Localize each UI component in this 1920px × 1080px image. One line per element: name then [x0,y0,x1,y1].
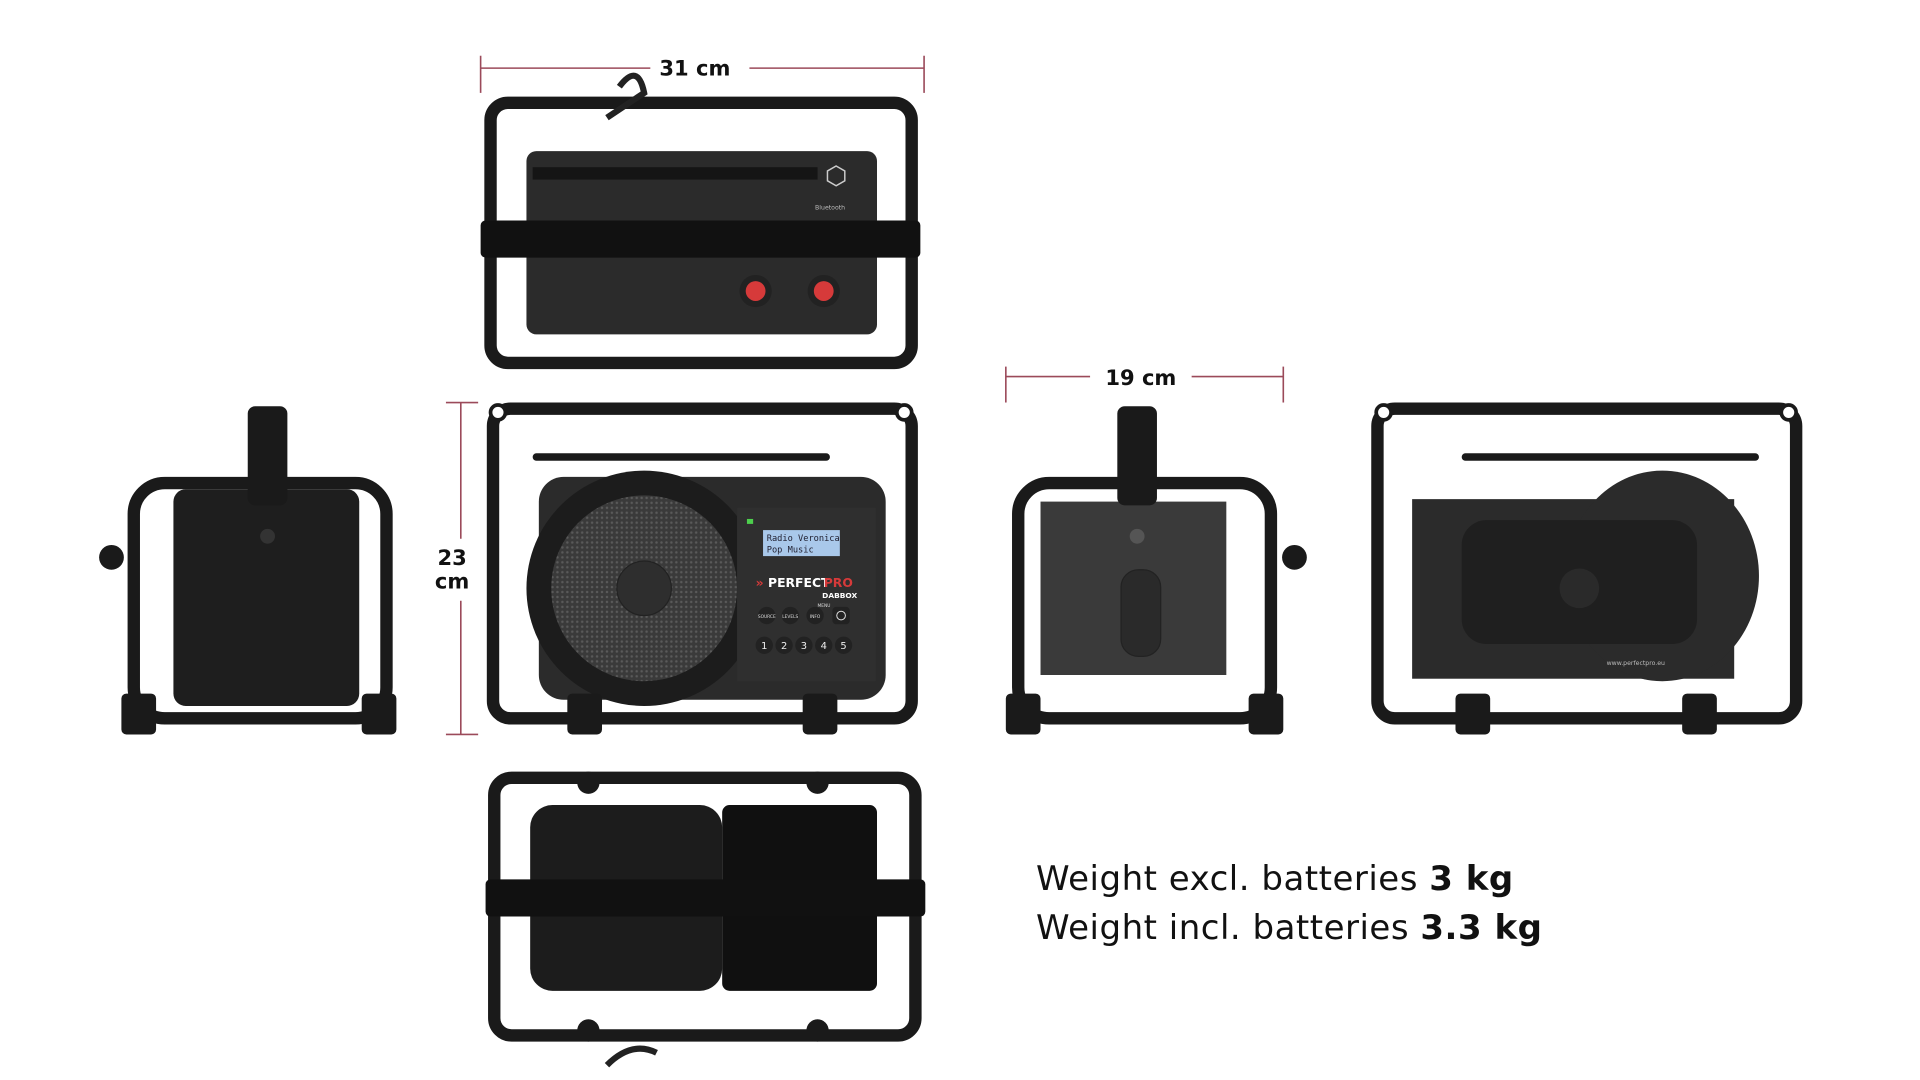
display-line-1: Radio Veronica [767,534,840,544]
svg-text:4: 4 [821,641,827,652]
width-label: 31 cm [659,56,730,81]
svg-text:2: 2 [781,641,787,652]
top-view: Bluetooth [480,72,921,370]
preset-button[interactable] [815,636,833,654]
menu-label: MENU [818,603,831,609]
depth-label: 19 cm [1105,365,1176,390]
svg-text:»: » [756,576,764,590]
weight-incl-batteries: Weight incl. batteries 3.3 kg [1036,908,1543,948]
height-value: 23 [437,545,466,570]
preset-button[interactable] [775,636,793,654]
width-dimension [479,55,925,93]
svg-text:3: 3 [801,641,807,652]
source-button[interactable] [758,606,776,625]
svg-text:SOURCE: SOURCE [758,614,776,620]
power-icon [836,610,846,621]
height-dimension [445,401,479,736]
svg-text:INFO: INFO [810,614,821,620]
info-button[interactable] [806,606,824,625]
bottom-view [485,771,926,1068]
weight-excl-batteries: Weight excl. batteries 3 kg [1036,859,1514,899]
svg-text:1: 1 [761,641,767,652]
svg-text:5: 5 [840,641,846,652]
brand-suffix: PRO [824,576,853,590]
front-view: Radio Veronica Pop Music » PERFECT PRO D… [486,402,918,735]
preset-buttons: 1 2 3 4 5 [755,636,853,654]
preset-button[interactable] [795,636,813,654]
preset-button[interactable] [834,636,853,654]
function-buttons: SOURCE LEVELS INFO [758,606,850,625]
levels-button[interactable] [781,606,799,625]
preset-button[interactable] [755,636,773,654]
model-name: DABBOX [822,591,857,600]
back-view: www.perfectpro.eu [1371,402,1803,735]
svg-text:LEVELS: LEVELS [782,614,798,620]
display-line-2: Pop Music [767,545,814,555]
height-unit: cm [435,568,469,593]
weight-info: Weight excl. batteries 3 kg Weight incl.… [1036,855,1542,953]
depth-dimension [1005,366,1285,403]
brand-prefix: PERFECT [768,576,830,590]
power-button[interactable] [832,606,850,625]
bluetooth-label: Bluetooth [815,204,845,211]
left-side-view [99,406,397,735]
right-side-view [1005,406,1307,735]
back-url: www.perfectpro.eu [1607,660,1665,667]
